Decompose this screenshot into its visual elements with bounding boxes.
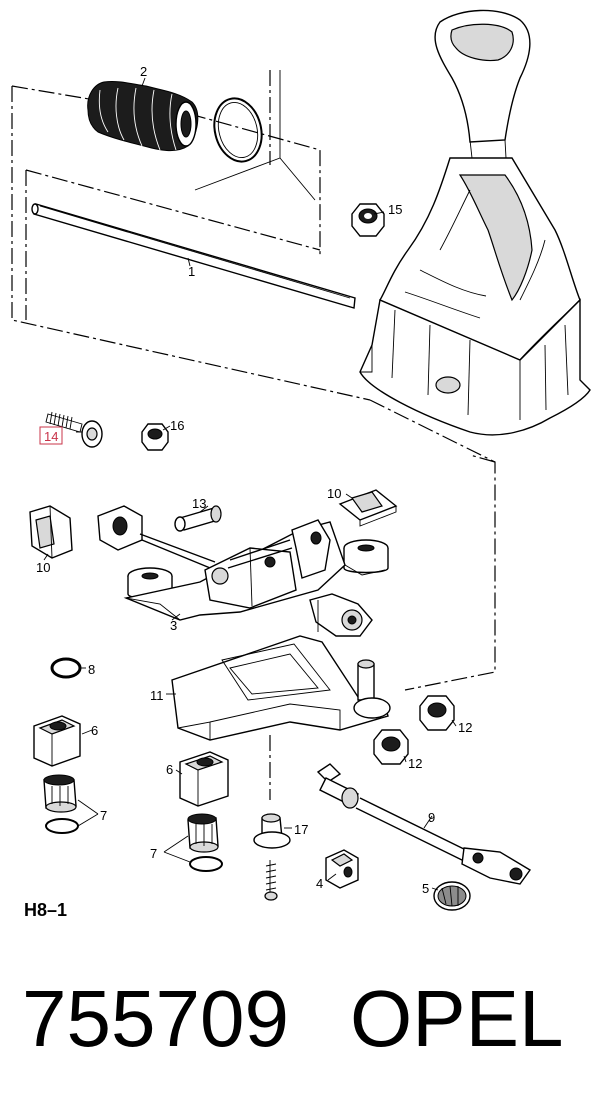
part-number: 755709: [22, 974, 289, 1063]
part-17-stud[interactable]: [253, 813, 291, 901]
bushing-right: [343, 539, 389, 574]
callout-7-right[interactable]: 7: [150, 846, 157, 861]
part-7-bushing-left[interactable]: [43, 774, 79, 834]
callout-7-left[interactable]: 7: [100, 808, 107, 823]
part-3-shift-mechanism[interactable]: [97, 505, 389, 637]
callout-6-right[interactable]: 6: [166, 762, 173, 777]
callout-9[interactable]: 9: [428, 810, 435, 825]
callout-6-left[interactable]: 6: [91, 723, 98, 738]
part-11-support-bracket[interactable]: [171, 635, 391, 741]
part-10-clip-right[interactable]: [338, 489, 398, 527]
leader-lines: [43, 77, 457, 891]
part-4-clip[interactable]: [325, 849, 359, 889]
callouts: 2 1 15 14 16 13 10 10 3 8 11 6 6 7 7 12 …: [36, 64, 472, 896]
part-12-nut-upper[interactable]: [419, 695, 455, 731]
callout-14-highlight-box: [39, 426, 63, 445]
part-15-nut[interactable]: [351, 203, 385, 237]
callout-10-right[interactable]: 10: [327, 486, 341, 501]
part-7-bushing-right[interactable]: [187, 813, 223, 872]
callout-8[interactable]: 8: [88, 662, 95, 677]
o-ring: [213, 97, 263, 163]
callout-4[interactable]: 4: [316, 876, 323, 891]
callout-14[interactable]: 14: [44, 429, 58, 444]
callout-12-lower[interactable]: 12: [408, 756, 422, 771]
part-16-nut[interactable]: [141, 423, 169, 451]
callout-1[interactable]: 1: [188, 264, 195, 279]
callout-12-upper[interactable]: 12: [458, 720, 472, 735]
part-1-shift-rod[interactable]: [31, 203, 356, 309]
callout-13[interactable]: 13: [192, 496, 206, 511]
callout-15[interactable]: 15: [388, 202, 402, 217]
callout-11[interactable]: 11: [150, 688, 164, 703]
part-14-screw[interactable]: [45, 411, 103, 448]
callout-16[interactable]: 16: [170, 418, 184, 433]
part-9-selector-cable[interactable]: [316, 763, 532, 885]
brand-name: OPEL: [350, 974, 563, 1063]
gear-lever-assembly[interactable]: [359, 9, 591, 436]
part-10-clip-left[interactable]: [29, 505, 73, 559]
part-2-boot[interactable]: [87, 81, 199, 152]
callout-5[interactable]: 5: [422, 881, 429, 896]
callout-17[interactable]: 17: [294, 822, 308, 837]
diagram-reference: H8–1: [24, 900, 67, 920]
part-8-circlip[interactable]: [50, 657, 82, 679]
part-6-mount-left[interactable]: [33, 715, 81, 767]
callout-3[interactable]: 3: [170, 618, 177, 633]
part-12-nut-lower[interactable]: [373, 729, 409, 765]
part-6-mount-right[interactable]: [179, 751, 229, 807]
part-13-pin[interactable]: [174, 505, 222, 532]
part-5-cap[interactable]: [433, 881, 471, 911]
callout-10-left[interactable]: 10: [36, 560, 50, 575]
assembly-outline: [11, 70, 496, 800]
callout-2[interactable]: 2: [140, 64, 147, 79]
